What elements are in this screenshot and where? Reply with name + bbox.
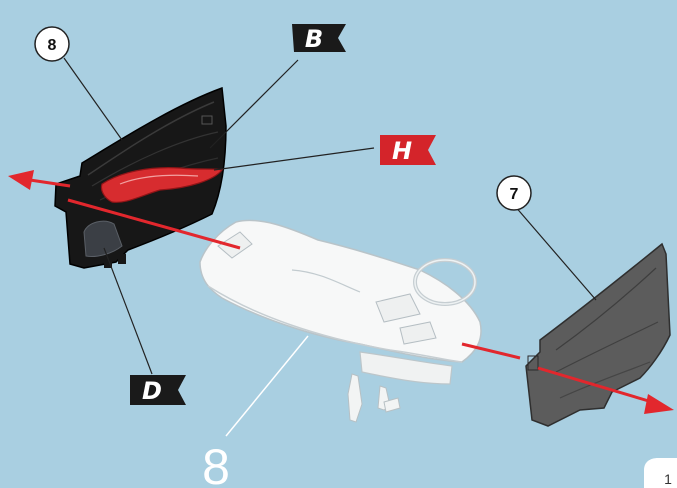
page-corner-tab: 1: [644, 458, 677, 488]
step-leader: [225, 335, 309, 437]
callout-part-right: 7: [496, 175, 532, 211]
dashboard-part: [199, 219, 482, 423]
arrow-head-left: [8, 170, 34, 190]
flag-h-label: H: [392, 137, 412, 165]
right-door-panel: [525, 242, 671, 427]
door-pocket: [83, 220, 123, 257]
callout-part-left: 8: [34, 26, 70, 62]
flag-b: B: [292, 24, 346, 53]
callout-part-right-label: 7: [510, 186, 519, 203]
assembly-arrows: [8, 170, 674, 414]
page-corner-label: 1: [664, 471, 672, 487]
flag-h: H: [380, 135, 436, 165]
callout-part-left-label: 8: [48, 37, 57, 54]
arrow-head-right: [644, 394, 674, 414]
flag-d: D: [130, 375, 186, 405]
flag-d-label: D: [142, 377, 162, 405]
step-number: 8: [202, 439, 230, 488]
flag-b-label: B: [305, 25, 323, 53]
door-handle: [100, 167, 224, 203]
pedal-left: [347, 373, 363, 423]
leader-lines: [63, 57, 597, 375]
